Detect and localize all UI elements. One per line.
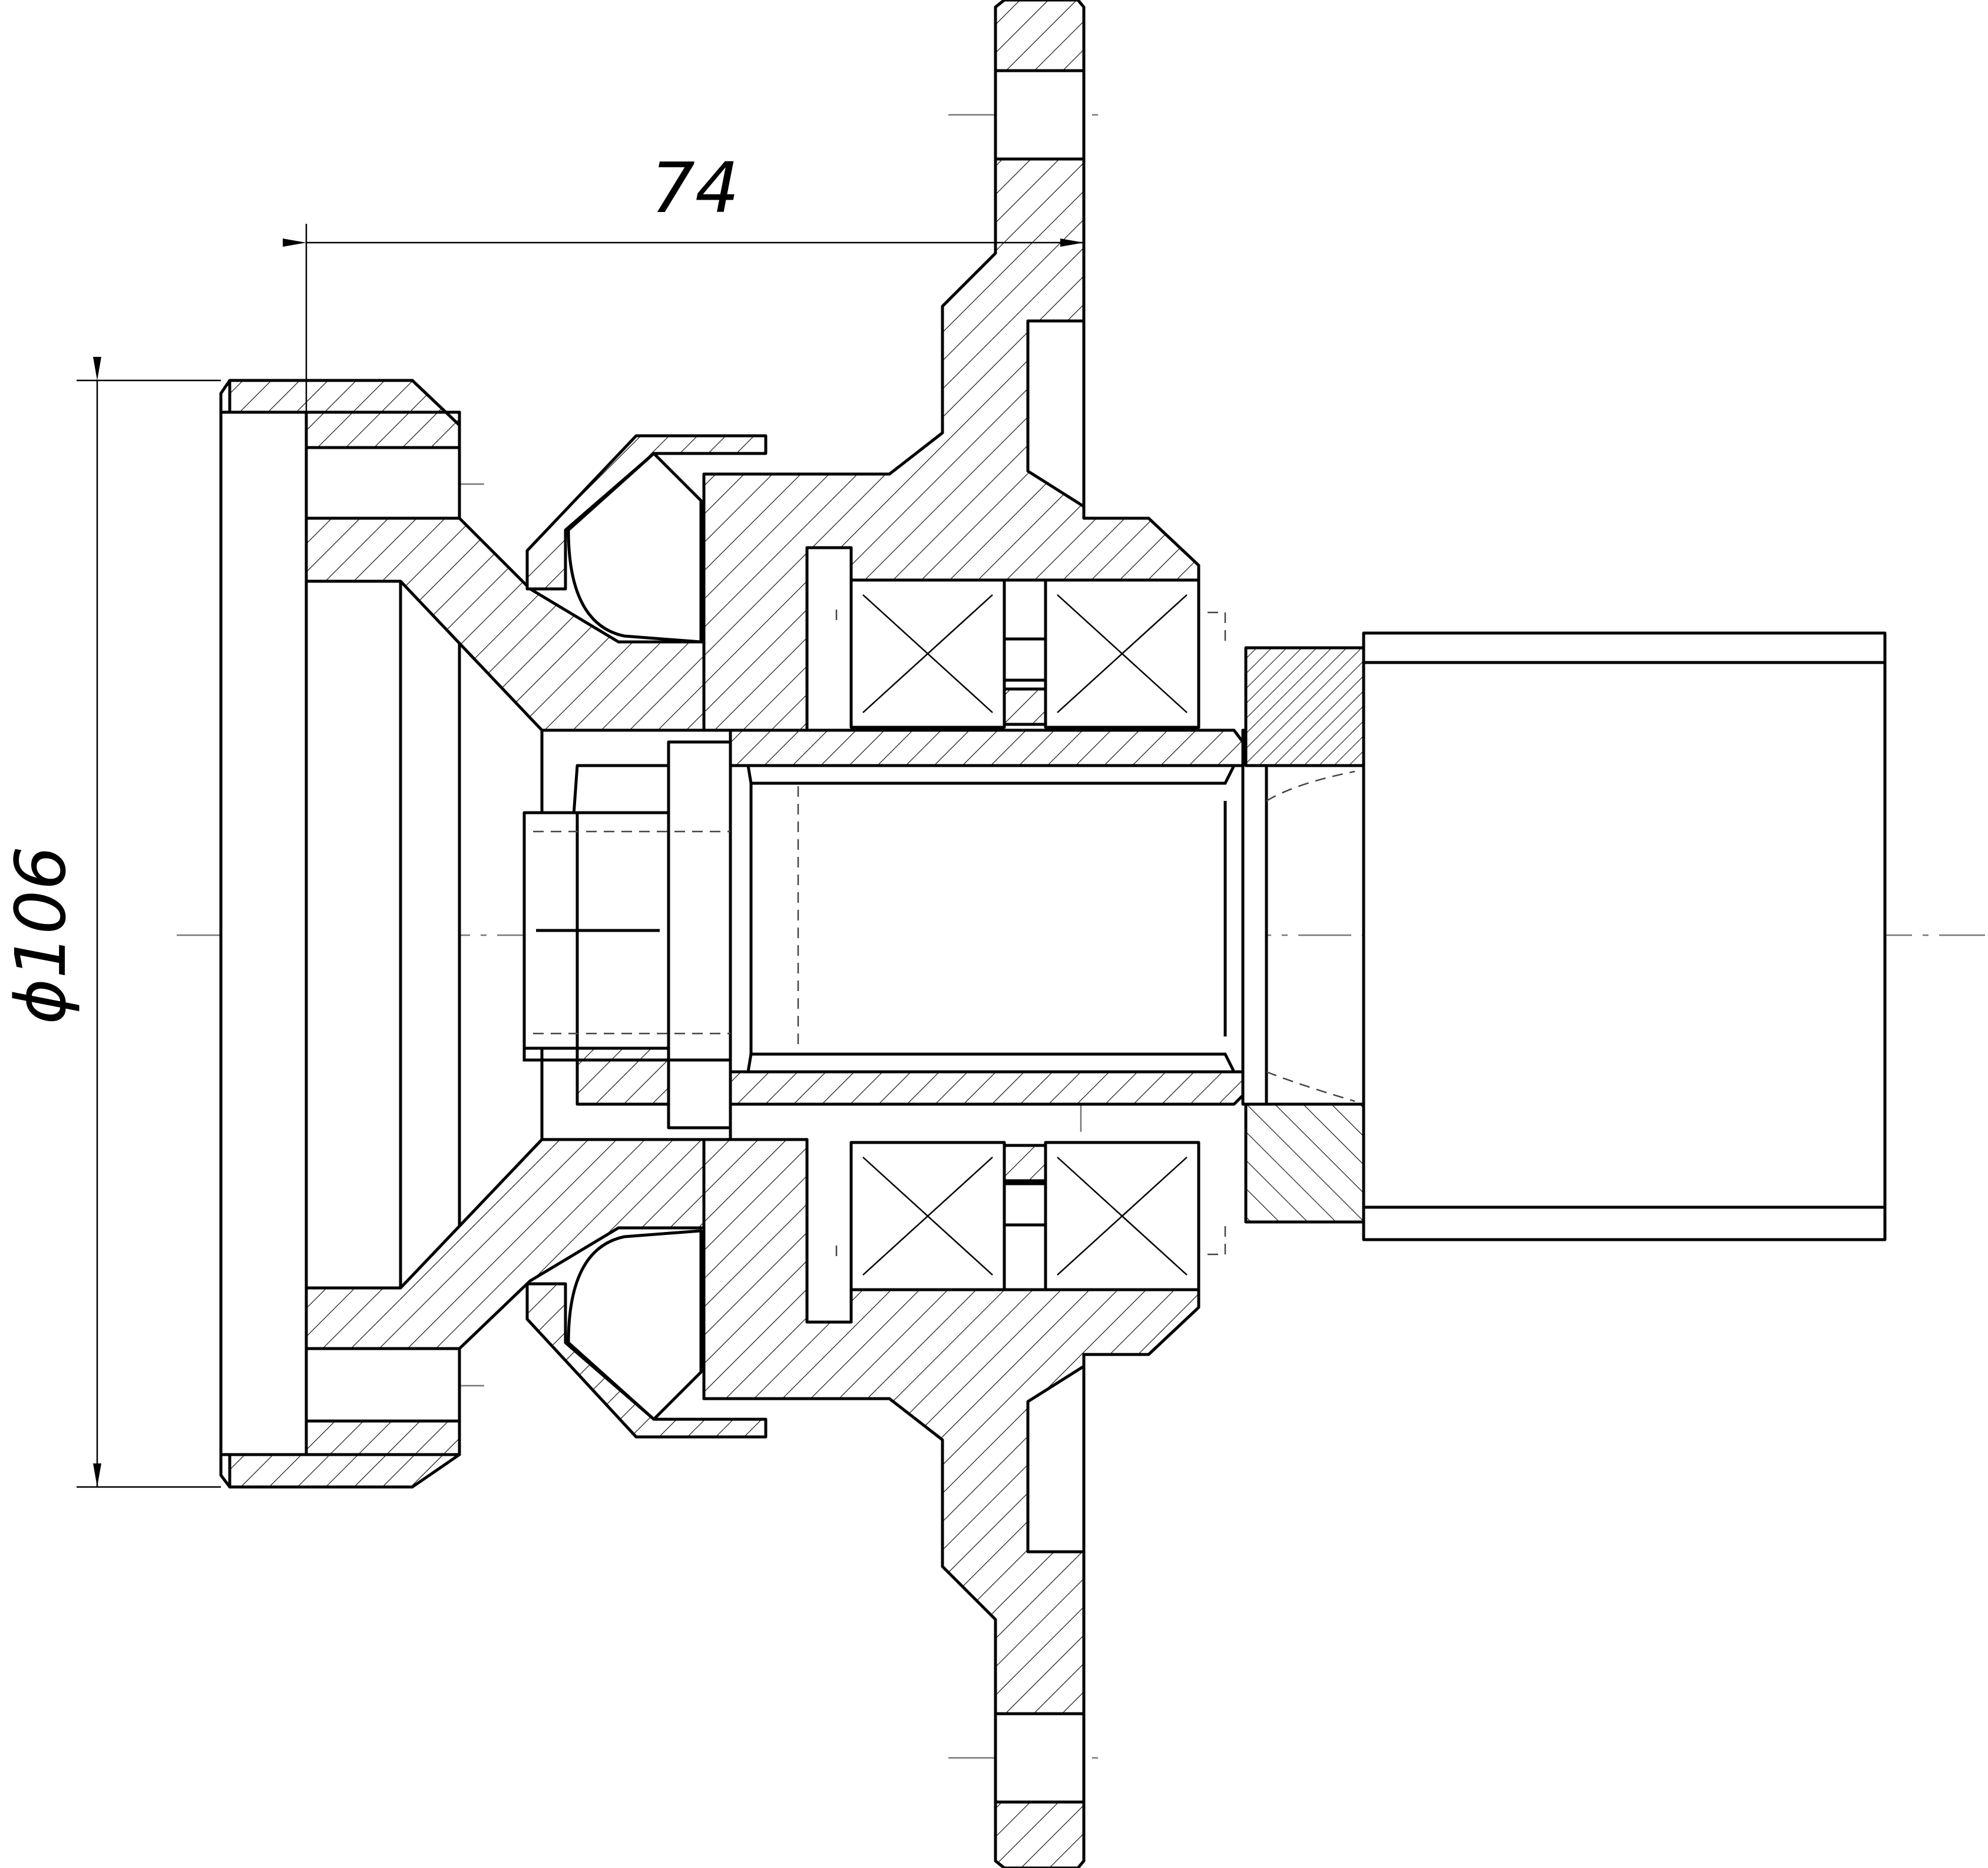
dimension-diameter: ϕ106: [0, 357, 221, 1488]
bearing-left-bottom: [849, 1141, 1006, 1291]
dimension-diameter-label: ϕ106: [0, 846, 81, 1024]
spacer-ring: [1244, 646, 1365, 1224]
right-cylinder: [1362, 631, 1887, 1241]
bearing-left-top: [849, 578, 1006, 729]
hub: [702, 0, 1200, 1868]
hidden-lines-bearing: [835, 610, 1226, 1260]
bearing-spacers: [1003, 637, 1047, 1227]
axle-shaft: [729, 728, 1268, 1106]
dimension-length: 74: [283, 147, 1085, 412]
bearing-right-top: [1044, 578, 1200, 729]
dimension-length-label: 74: [651, 147, 739, 228]
bearing-right-bottom: [1044, 1141, 1200, 1291]
axle-nut: [522, 728, 732, 1141]
